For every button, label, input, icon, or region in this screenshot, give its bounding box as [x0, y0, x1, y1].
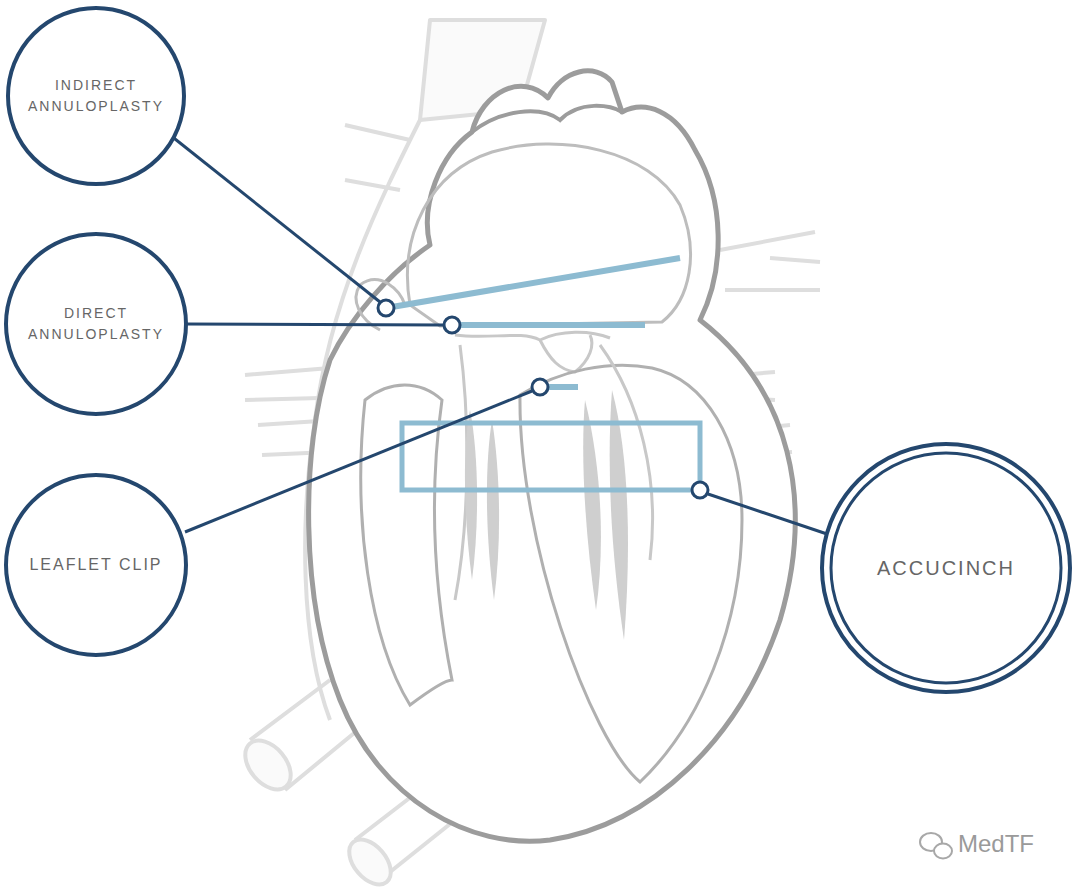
method-circle: DIRECT ANNULOPLASTY	[4, 232, 188, 416]
method-label: LEAFLET CLIP	[29, 553, 162, 577]
method-label: ACCUCINCH	[877, 553, 1015, 583]
method-label: DIRECT ANNULOPLASTY	[21, 303, 171, 345]
watermark-text: MedTF	[958, 830, 1034, 858]
method-label: INDIRECT ANNULOPLASTY	[21, 75, 171, 117]
circle-outline	[4, 232, 188, 416]
highlight-circle: ACCUCINCH	[820, 442, 1072, 694]
method-circle: INDIRECT ANNULOPLASTY	[6, 6, 186, 186]
method-circle: LEAFLET CLIP	[4, 473, 188, 657]
circle-outline	[6, 6, 186, 186]
